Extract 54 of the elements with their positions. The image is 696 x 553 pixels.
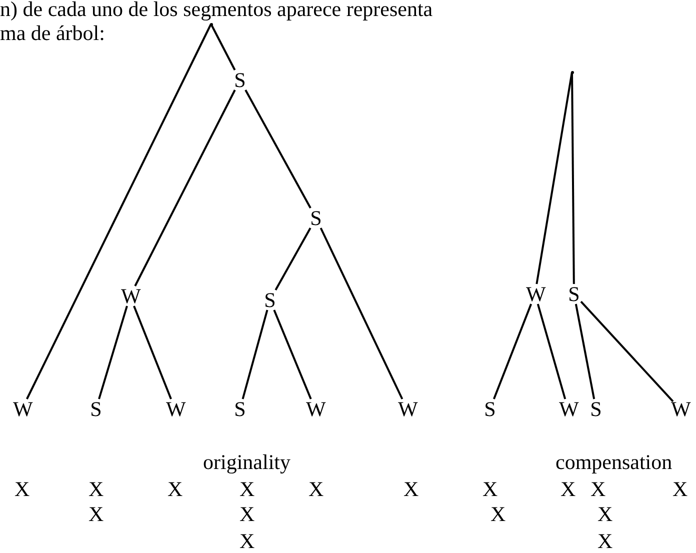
tree-branch-line	[574, 304, 596, 400]
tree-node-label: S	[307, 207, 325, 229]
tree-node-label: W	[398, 398, 416, 420]
grid-mark: X	[168, 478, 183, 500]
text-line: ma de árbol:	[0, 22, 105, 44]
tree-branch-line	[273, 310, 312, 400]
tree-branch-line	[536, 304, 566, 400]
tree-node-label: S	[261, 289, 279, 311]
grid-mark: X	[672, 478, 688, 500]
grid-mark: X	[240, 503, 255, 525]
grid-mark: X	[598, 503, 613, 525]
word-label: originality	[203, 451, 290, 473]
tree-branch-line	[242, 310, 268, 400]
grid-mark: X	[308, 478, 324, 500]
tree-node-label: S	[87, 398, 105, 420]
text-line: n) de cada uno de los segmentos aparece representa	[0, 0, 433, 20]
tree-node-label: W	[559, 398, 577, 420]
grid-mark: X	[404, 478, 419, 500]
tree-node-label: S	[587, 398, 605, 420]
apex-point	[570, 70, 574, 74]
tree-node-label: W	[306, 398, 324, 420]
tree-branch-line	[98, 306, 128, 400]
tree-node-label: S	[481, 398, 499, 420]
tree-branch-line	[571, 72, 575, 284]
tree-node-label: W	[671, 398, 689, 420]
grid-mark: X	[240, 478, 255, 500]
grid-mark: X	[14, 478, 30, 500]
tree-branch-line	[274, 228, 312, 290]
tree-node-label: S	[231, 398, 249, 420]
grid-mark: X	[560, 478, 576, 500]
apex-point	[210, 22, 212, 26]
tree-branch-line	[320, 228, 404, 400]
grid-mark: X	[598, 530, 613, 552]
tree-branch-line	[210, 24, 236, 70]
tree-branch-line	[580, 300, 674, 402]
tree-node-label: S	[231, 69, 249, 91]
grid-mark: X	[482, 478, 498, 500]
tree-branch-line	[134, 90, 236, 286]
tree-branch-line	[492, 304, 532, 400]
word-label: compensation	[556, 451, 672, 473]
tree-node-label: W	[166, 398, 184, 420]
grid-mark: X	[590, 478, 606, 500]
tree-node-label: W	[121, 285, 139, 307]
tree-branch-line	[26, 24, 212, 400]
grid-mark: X	[490, 503, 506, 525]
tree-branch-line	[133, 306, 172, 400]
tree-branch-line	[244, 90, 312, 208]
grid-mark: X	[240, 530, 255, 552]
tree-node-label: W	[526, 283, 544, 305]
tree-branch-line	[536, 72, 573, 284]
grid-mark: X	[88, 503, 104, 525]
tree-node-label: S	[565, 283, 583, 305]
tree-node-label: W	[13, 398, 31, 420]
grid-mark: X	[88, 478, 104, 500]
